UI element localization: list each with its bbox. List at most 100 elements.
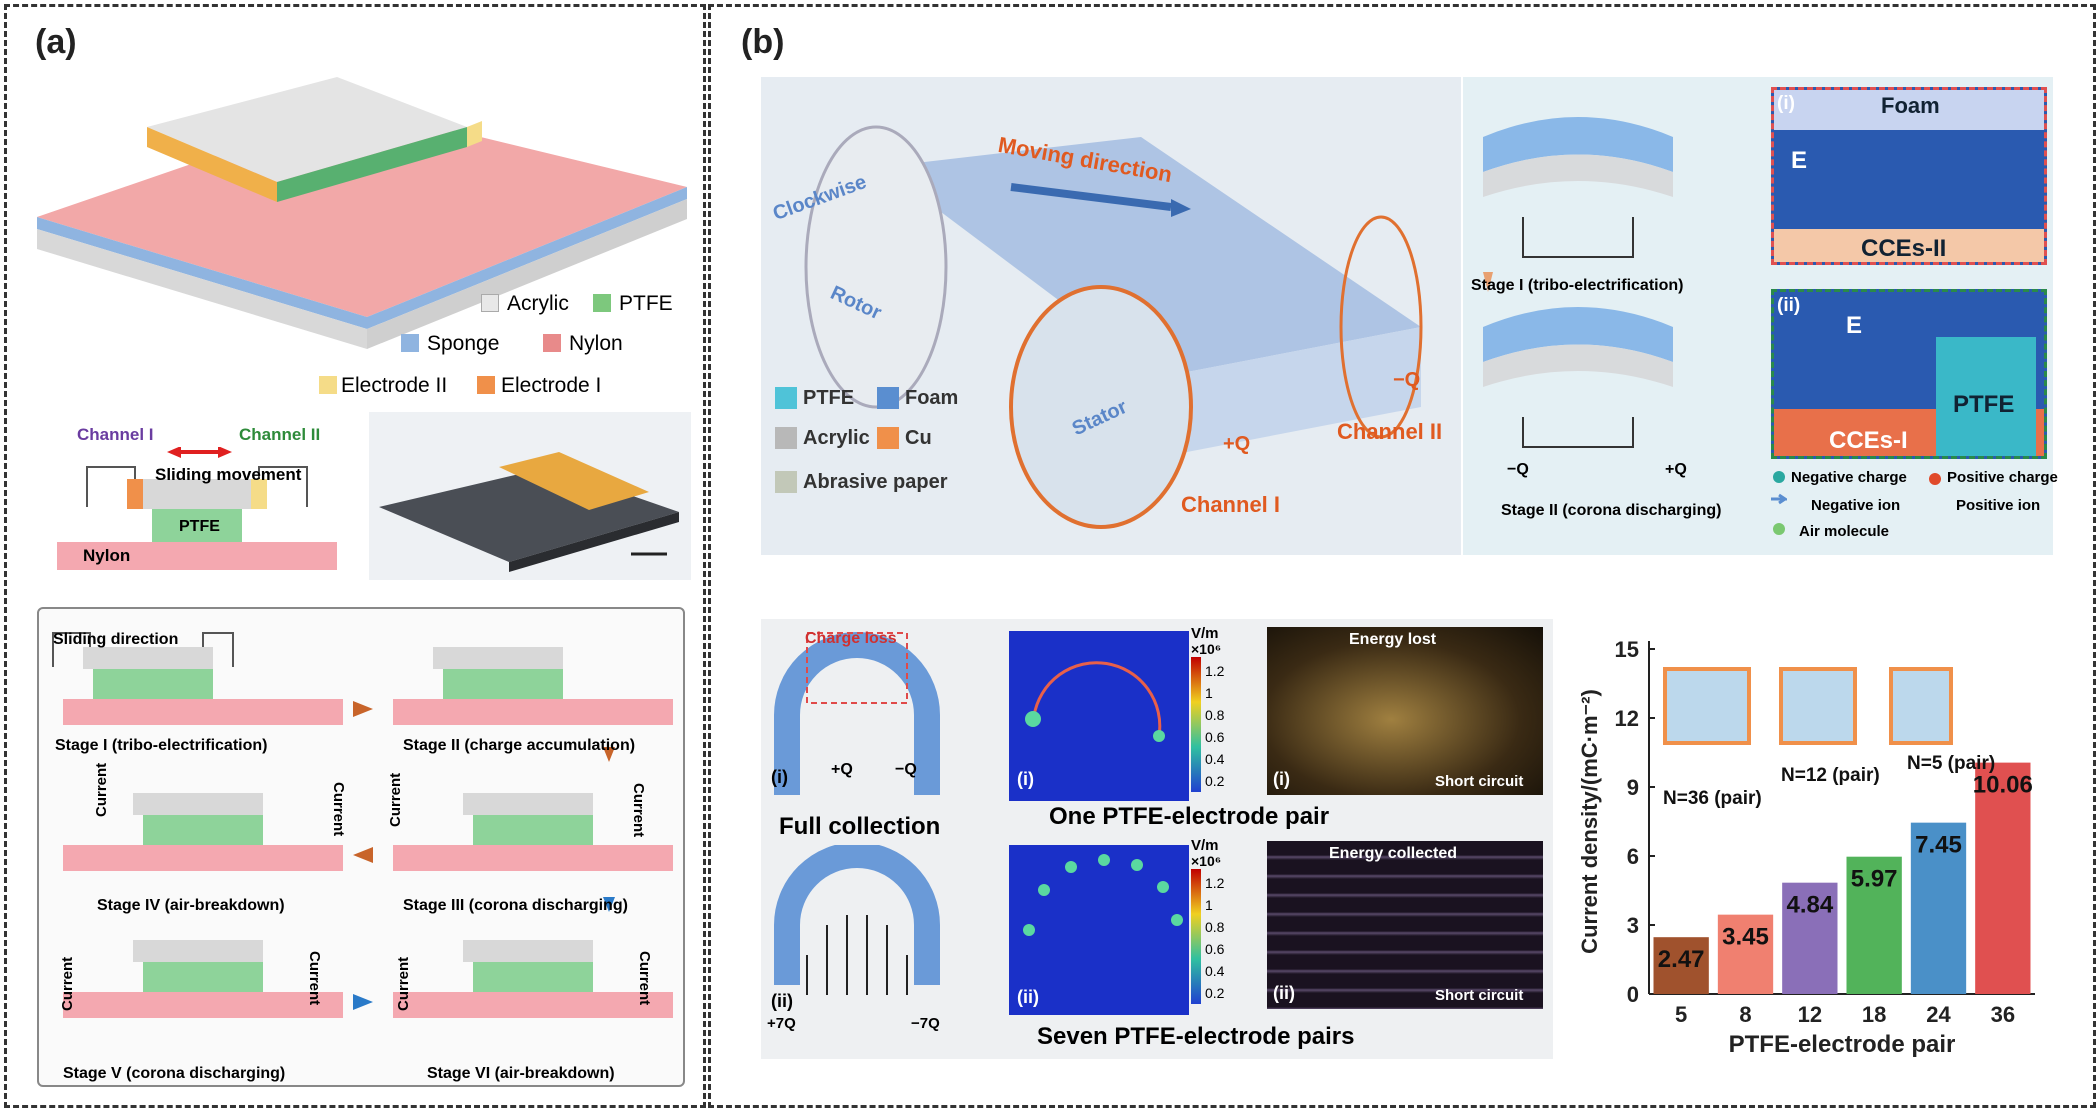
cbar1-unit: V/m (1191, 625, 1219, 642)
arrow-right-head (218, 447, 232, 458)
inset-ii-cces1: CCEs-I (1829, 427, 1908, 454)
bar (1910, 822, 1967, 994)
bar-value-label: 5.97 (1851, 866, 1898, 893)
cbar1-tick-06: 0.6 (1205, 729, 1225, 745)
bar-value-label: 10.06 (1973, 772, 2033, 799)
slider-top (147, 77, 467, 182)
legend-pos-charge: Positive charge (1947, 469, 2058, 486)
bar-value-label: 7.45 (1915, 832, 1962, 859)
colorbar-2 (1191, 869, 1201, 1004)
bar (1846, 856, 1902, 994)
stage-5-label: Stage V (corona discharging) (63, 1065, 286, 1082)
legend-neg-charge: Negative charge (1791, 469, 1907, 486)
current-label-3: Current (387, 772, 404, 827)
cbar1-tick-04: 0.4 (1205, 751, 1225, 767)
legend-acrylic: Acrylic (507, 292, 569, 315)
y-tick-label: 6 (1627, 844, 1639, 869)
legend-ptfe: PTFE (803, 387, 855, 409)
legend-foam: Foam (905, 387, 959, 409)
schematic-nylon: Nylon (83, 546, 131, 565)
x-tick-label: 24 (1926, 1002, 1951, 1027)
cbar2-tick-02: 0.2 (1205, 985, 1225, 1001)
legend-cu: Cu (905, 427, 932, 449)
inset-ii-ptfe-block (1936, 337, 2036, 456)
cbar1-tick-08: 0.8 (1205, 707, 1225, 723)
short-circuit-1: Short circuit (1435, 773, 1524, 790)
mech-minus-q: −Q (1507, 461, 1529, 478)
stage-4-diagram (63, 793, 343, 871)
legend-swatch-nylon (543, 334, 561, 352)
energy-lost-label: Energy lost (1349, 631, 1437, 648)
photo-energy-lost (1267, 627, 1543, 795)
photo-1-label: (i) (1273, 769, 1290, 789)
wires (86, 466, 308, 507)
nylon-strip (57, 542, 337, 570)
y-tick-label: 0 (1627, 982, 1639, 1007)
legend-swatch-ptfe (593, 294, 611, 312)
current-label-2: Current (330, 782, 347, 837)
charge-loss-label: Charge loss (805, 630, 897, 647)
row1-title: One PTFE-electrode pair (1049, 803, 1330, 830)
x-tick-label: 5 (1675, 1002, 1687, 1027)
minus-q-label: −Q (1393, 369, 1421, 391)
row2-title: Seven PTFE-electrode pairs (1037, 1023, 1355, 1050)
short-circuit-2: Short circuit (1435, 987, 1524, 1004)
x-tick-label: 12 (1798, 1002, 1822, 1027)
bar (1717, 914, 1774, 994)
arrow-s4-s5 (603, 897, 615, 912)
schematic-sliding-movement: Sliding movement (155, 465, 302, 484)
field-map-seven-overlay (1023, 854, 1183, 936)
seven-pair-minus-7q: −7Q (911, 1015, 940, 1032)
legend-swatch-cu (877, 427, 899, 449)
channel2-label: Channel II (1337, 419, 1443, 444)
seven-pair-diagram (774, 845, 940, 995)
mechanism-diagram (1483, 117, 1673, 448)
y-axis-title: Current density/(mC·m⁻²) (1577, 689, 1602, 954)
acrylic-block (127, 479, 267, 509)
legend-abrasive: Abrasive paper (803, 471, 948, 493)
y-tick-label: 3 (1627, 913, 1639, 938)
cbar2-unit: V/m (1191, 837, 1219, 854)
stage-1-label: Stage I (tribo-electrification) (55, 737, 268, 754)
sponge-layer-left (37, 217, 367, 329)
legend-electrode1: Electrode I (501, 374, 602, 397)
current-label-7: Current (395, 956, 412, 1011)
cbar2-tick-1: 1 (1205, 897, 1213, 913)
field-map-1-label: (i) (1017, 769, 1034, 789)
inset-ii-label: (ii) (1777, 295, 1801, 316)
photo-2-label: (ii) (1273, 983, 1295, 1003)
stage-6-label: Stage VI (air-breakdown) (427, 1065, 615, 1082)
legend-swatch-foam (877, 387, 899, 409)
y-tick-label: 15 (1615, 637, 1639, 662)
legend-swatch-ptfe (775, 387, 797, 409)
legend-acrylic: Acrylic (803, 427, 870, 449)
stage-3-label: Stage III (corona discharging) (403, 897, 628, 914)
seven-pair-plus-7q: +7Q (767, 1015, 796, 1032)
field-map-2-label: (ii) (1017, 987, 1039, 1007)
field-map-seven-pairs (1009, 845, 1189, 1015)
stage-1-diagram (52, 632, 343, 725)
inset-ii-field: E (1846, 312, 1863, 339)
plus-q-label: +Q (1223, 433, 1251, 455)
current-label-4: Current (630, 783, 647, 838)
legend-nylon: Nylon (569, 332, 623, 355)
one-pair-diagram (774, 632, 940, 795)
legend-swatch-sponge (401, 334, 419, 352)
channel1-label: Channel I (1181, 492, 1281, 517)
legend-pos-ion: Positive ion (1956, 497, 2041, 514)
ptfe-face (277, 127, 467, 202)
inset-i-electrode-layer (1774, 229, 2044, 262)
legend-air-molecule: Air molecule (1799, 523, 1890, 540)
y-tick-label: 9 (1627, 775, 1639, 800)
stage-6-diagram (393, 940, 673, 1018)
roller-illustration (1779, 667, 1857, 745)
panel-a-label: (a) (35, 23, 77, 61)
bar (1975, 762, 2031, 994)
inset-ii-ptfe: PTFE (1953, 391, 2015, 418)
annotation-n36: N=36 (pair) (1663, 788, 1762, 809)
panel-a: (a) Acrylic PTFE Sponge Nylon Electrode … (4, 4, 706, 1108)
ptfe-block (152, 509, 242, 542)
stage-4-label: Stage IV (air-breakdown) (97, 897, 285, 914)
electrode-ii (251, 479, 267, 509)
arrow-s2-s3 (603, 747, 615, 762)
